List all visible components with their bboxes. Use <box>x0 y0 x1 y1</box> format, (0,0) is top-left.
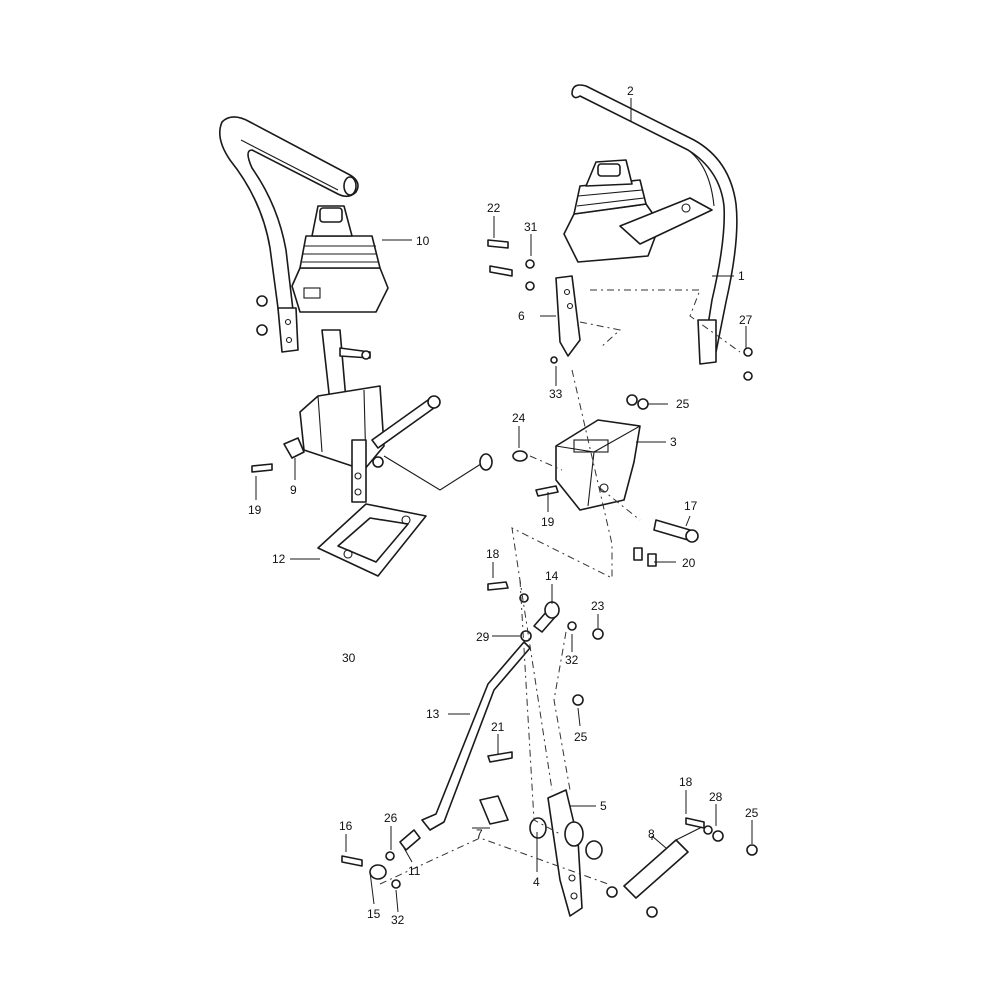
callout-31: 31 <box>524 220 538 234</box>
gas-spring <box>606 817 758 918</box>
left-pivot-clamp <box>251 437 305 473</box>
callout-12: 12 <box>272 552 286 566</box>
upper-pivot-parts <box>487 581 604 706</box>
callout-17: 17 <box>684 499 698 513</box>
callout-14: 14 <box>545 569 559 583</box>
right-shift-boot <box>563 159 713 263</box>
callout-6: 6 <box>518 309 525 323</box>
callout-16: 16 <box>339 819 353 833</box>
assembly-lines <box>379 289 741 885</box>
callout-2: 2 <box>627 84 634 98</box>
right-shift-arm <box>487 239 581 364</box>
callout-18b: 18 <box>679 775 693 789</box>
left-shift-boot <box>291 205 389 313</box>
lower-left-fittings <box>341 829 421 889</box>
callout-30: 30 <box>342 651 356 665</box>
callout-25b: 25 <box>574 730 588 744</box>
callout-23: 23 <box>591 599 605 613</box>
callout-19b: 19 <box>541 515 555 529</box>
callout-21: 21 <box>491 720 505 734</box>
callout-15: 15 <box>367 907 381 921</box>
callout-32a: 32 <box>565 653 579 667</box>
callout-25a: 25 <box>676 397 690 411</box>
callout-13: 13 <box>426 707 440 721</box>
callout-20: 20 <box>682 556 696 570</box>
left-handle-bar <box>219 116 359 353</box>
callout-29: 29 <box>476 630 490 644</box>
callout-9: 9 <box>290 483 297 497</box>
callout-1: 1 <box>738 269 745 283</box>
callout-27: 27 <box>739 313 753 327</box>
callout-18a: 18 <box>486 547 500 561</box>
left-gasket-plate <box>317 503 427 577</box>
left-shift-lever <box>256 295 385 503</box>
callout-labels: 1 2 3 4 5 6 7 8 9 10 11 12 13 14 15 16 1… <box>248 84 759 927</box>
callout-11: 11 <box>408 864 421 878</box>
callout-22: 22 <box>487 201 501 215</box>
callout-19a: 19 <box>248 503 262 517</box>
callout-3: 3 <box>670 435 677 449</box>
callout-25c: 25 <box>745 806 759 820</box>
callout-26: 26 <box>384 811 398 825</box>
callout-5: 5 <box>600 799 607 813</box>
lower-lever-assembly <box>479 751 603 917</box>
callout-8: 8 <box>648 827 655 841</box>
leader-lines <box>255 98 753 913</box>
callout-24: 24 <box>512 411 526 425</box>
callout-32b: 32 <box>391 913 405 927</box>
right-bracket <box>512 347 753 567</box>
callout-33: 33 <box>549 387 563 401</box>
callout-7: 7 <box>476 827 483 841</box>
linkage-rod <box>421 641 531 831</box>
callout-28: 28 <box>709 790 723 804</box>
left-link-rod <box>371 395 493 491</box>
callout-4: 4 <box>533 875 540 889</box>
callout-10: 10 <box>416 234 430 248</box>
